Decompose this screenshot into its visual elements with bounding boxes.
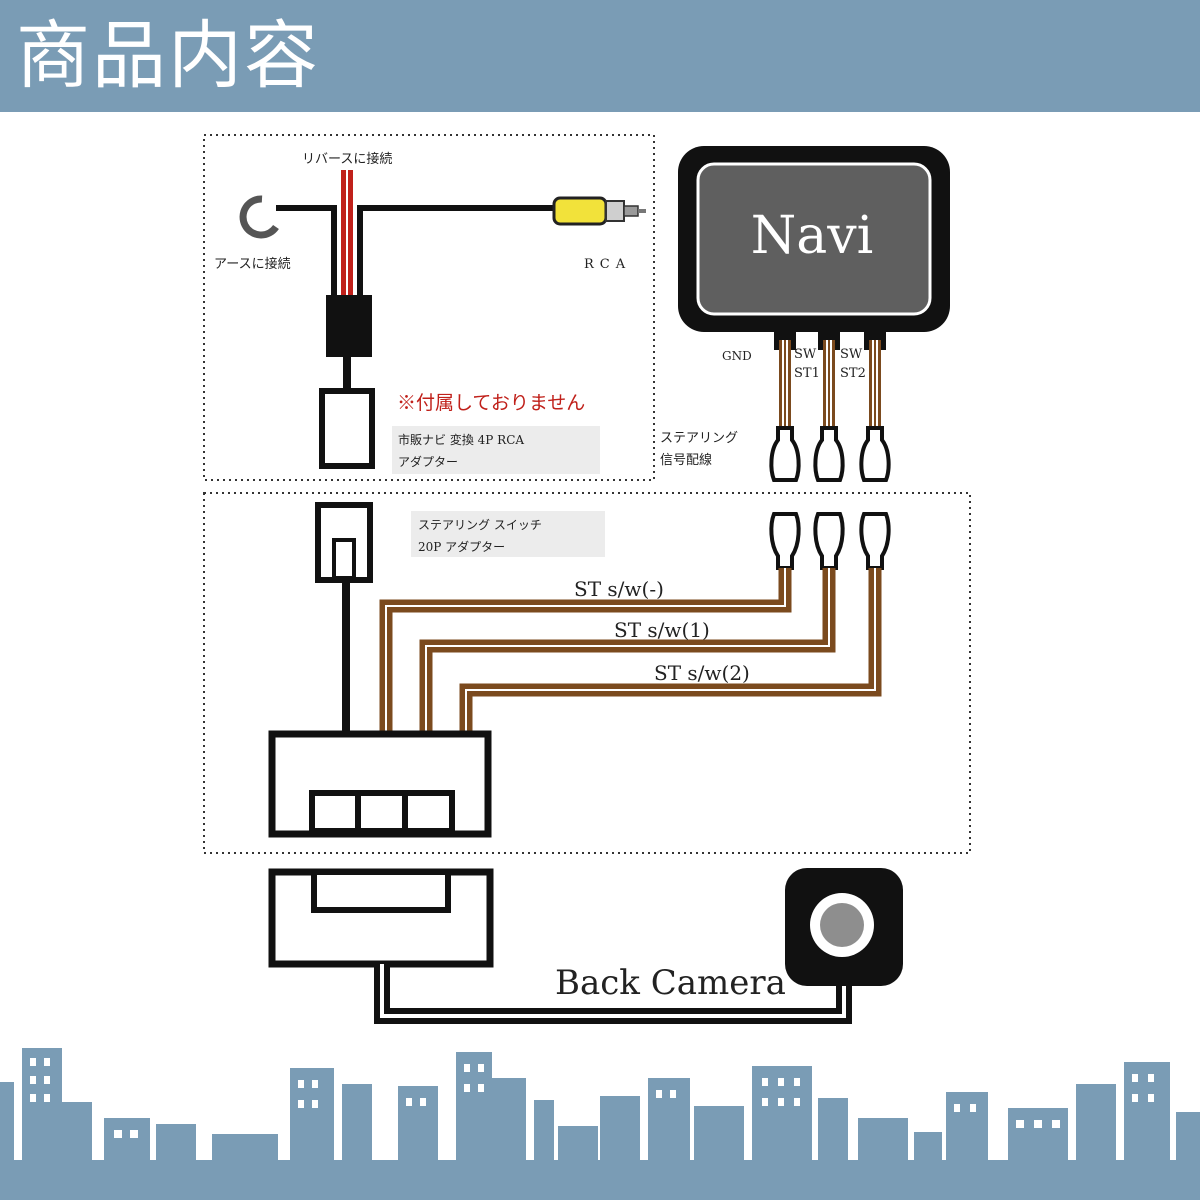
steering-adapter-line2: 20P アダプター	[418, 539, 505, 554]
navi-label: Navi	[751, 206, 874, 266]
city-skyline-decoration	[0, 1048, 1200, 1200]
back-camera-icon	[785, 868, 903, 986]
steering-kit-group-box	[203, 492, 971, 854]
steering-adapter-label-bg	[411, 511, 605, 557]
junction-stub	[343, 357, 351, 391]
steering-switch-wires	[379, 568, 882, 734]
navi-terminal-connectors	[769, 426, 891, 482]
back-camera-label: Back Camera	[555, 963, 786, 1003]
navi-screen	[696, 162, 932, 316]
wire-label-st-2: ST s/w(2)	[654, 661, 750, 685]
ground-wire	[276, 205, 337, 295]
pin-sw2-bottom: ST2	[840, 366, 866, 381]
pin-sw1-bottom: ST1	[794, 366, 820, 381]
pin-sw2-top: SW	[840, 347, 863, 362]
rca-wire	[357, 205, 556, 295]
pin-sw1-top: SW	[794, 347, 817, 362]
page-title: 商品内容	[16, 13, 320, 99]
rca-4p-adapter-connector	[319, 388, 375, 469]
reverse-wire	[341, 170, 353, 295]
adapter-4p-line1: 市販ナビ 変換 4P RCA	[398, 432, 524, 447]
wire-label-st-1: ST s/w(1)	[614, 618, 710, 642]
not-included-note: ※付属しておりません	[397, 392, 585, 414]
rca-label: RCA	[584, 257, 631, 272]
adapter-4p-label-bg	[392, 426, 600, 474]
wire-label-st-minus: ST s/w(-)	[574, 577, 664, 601]
rca-plug-icon	[552, 196, 646, 226]
pin-gnd-label: GND	[722, 349, 752, 363]
signal-wire-label-line1: ステアリング	[660, 431, 738, 446]
header-bar: 商品内容	[0, 0, 1200, 112]
rca-kit-group-box	[203, 134, 655, 481]
adapter-4p-line2: アダプター	[398, 454, 458, 469]
steering-adapter-line1: ステアリング スイッチ	[418, 518, 542, 532]
steering-terminal-connectors	[769, 512, 891, 570]
signal-wire-label-line2: 信号配線	[660, 452, 712, 468]
steering-adapter-wire	[342, 580, 350, 732]
ground-ring-icon	[239, 195, 279, 239]
navi-signal-wires	[779, 340, 881, 430]
reverse-label: リバースに接続	[302, 151, 392, 167]
skyline-windows	[30, 1058, 1154, 1138]
wire-junction-block	[326, 295, 372, 357]
ground-label: アースに接続	[214, 256, 291, 272]
